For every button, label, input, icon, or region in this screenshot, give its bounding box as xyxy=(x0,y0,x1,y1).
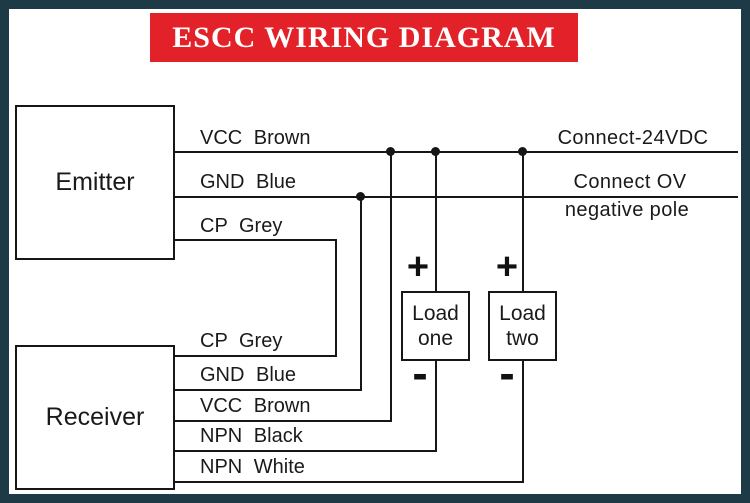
label-npn-white: NPN White xyxy=(200,456,305,478)
label-vcc-emitter: VCC Brown xyxy=(200,127,311,149)
wire-gnd-receiver xyxy=(175,389,362,391)
label-gnd-receiver: GND Blue xyxy=(200,364,297,386)
label-cp-emitter: CP Grey xyxy=(200,215,283,237)
label-vcc-receiver: VCC Brown xyxy=(200,395,311,417)
wire-load-two-top-vertical xyxy=(522,151,524,291)
junction-dot-vcc-2 xyxy=(431,147,440,156)
wire-load-one-top-vertical xyxy=(435,151,437,291)
wire-cp-emitter xyxy=(175,239,337,241)
label-npn-black: NPN Black xyxy=(200,425,303,447)
wire-load-one-bottom-vertical xyxy=(435,361,437,452)
load-one-plus-sign: + xyxy=(406,245,430,288)
load-one-label-line1: Load xyxy=(412,301,459,325)
load-one-box: Load one xyxy=(401,291,470,361)
receiver-label: Receiver xyxy=(45,403,145,431)
emitter-box: Emitter xyxy=(15,105,175,260)
receiver-box: Receiver xyxy=(15,345,175,490)
emitter-label: Emitter xyxy=(55,168,135,196)
label-gnd-emitter: GND Blue xyxy=(200,171,297,193)
wire-vcc-receiver-vertical xyxy=(390,151,392,422)
label-cp-receiver: CP Grey xyxy=(200,330,283,352)
title-banner: ESCC WIRING DIAGRAM xyxy=(150,13,578,62)
load-two-minus-sign: - xyxy=(499,347,515,399)
wire-npn-black xyxy=(175,450,437,452)
load-two-label-line2: two xyxy=(506,327,539,350)
label-connect-24vdc: Connect-24VDC xyxy=(557,127,709,149)
load-two-plus-sign: + xyxy=(495,245,519,288)
load-one-label-line2: one xyxy=(417,327,454,350)
label-connect-ov: Connect OV xyxy=(573,171,687,193)
load-two-box: Load two xyxy=(488,291,557,361)
wire-vcc-main xyxy=(175,151,738,153)
wire-npn-white xyxy=(175,481,524,483)
label-negative-pole: negative pole xyxy=(564,199,690,221)
load-two-label-line1: Load xyxy=(499,301,546,325)
junction-dot-gnd xyxy=(356,192,365,201)
wire-gnd-main xyxy=(175,196,738,198)
wire-cp-vertical xyxy=(335,239,337,357)
load-one-minus-sign: - xyxy=(412,347,428,399)
junction-dot-vcc-1 xyxy=(386,147,395,156)
wire-load-two-bottom-vertical xyxy=(522,361,524,483)
junction-dot-vcc-3 xyxy=(518,147,527,156)
wire-vcc-receiver xyxy=(175,420,392,422)
wire-cp-receiver xyxy=(175,355,337,357)
wire-gnd-receiver-vertical xyxy=(360,196,362,391)
page-title: ESCC WIRING DIAGRAM xyxy=(172,20,556,54)
